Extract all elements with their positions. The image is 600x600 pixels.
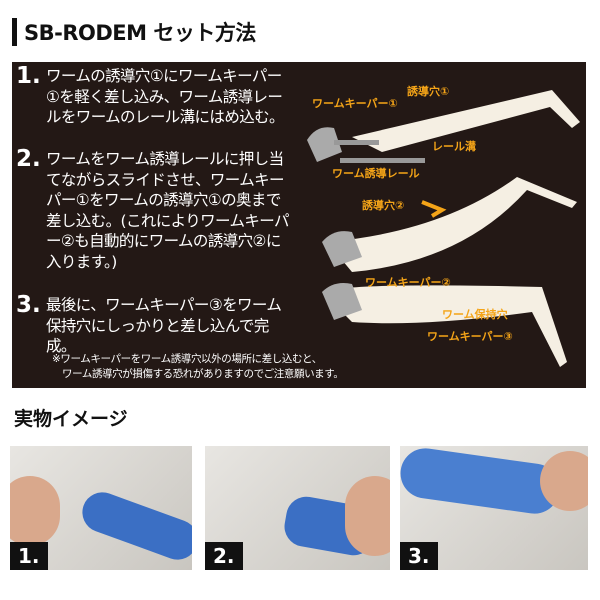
step-number: 3. (16, 292, 41, 318)
photo-step-3: 3. (400, 446, 588, 570)
step-text: ワームをワーム誘導レールに押し当てながらスライドさせ、ワームキーパー①をワームの… (46, 150, 290, 271)
title-bar-accent (12, 18, 17, 46)
label-hole-1: 誘導穴① (407, 85, 450, 98)
photo-step-1: 1. (10, 446, 192, 570)
step-3: 3.最後に、ワームキーパー③をワーム保持穴にしっかりと差し込んで完成。 (16, 292, 292, 357)
step-number: 2. (16, 146, 41, 172)
step-text: ワームの誘導穴①にワームキーパー①を軽く差し込み、ワーム誘導レールをワームのレー… (46, 67, 285, 126)
step-text: 最後に、ワームキーパー③をワーム保持穴にしっかりと差し込んで完成。 (46, 296, 282, 355)
step-2: 2.ワームをワーム誘導レールに押し当てながらスライドさせ、ワームキーパー①をワー… (16, 146, 292, 272)
step-1: 1.ワームの誘導穴①にワームキーパー①を軽く差し込み、ワーム誘導レールをワームの… (16, 63, 292, 128)
section-title: 実物イメージ (14, 408, 128, 430)
photo-step-2: 2. (205, 446, 390, 570)
label-rail-groove: レール溝 (432, 140, 476, 153)
instruction-panel: 1.ワームの誘導穴①にワームキーパー①を軽く差し込み、ワーム誘導レールをワームの… (12, 62, 586, 388)
lure-diagram-1 (307, 90, 580, 163)
photo-badge: 3. (400, 542, 438, 570)
label-keeper-1: ワームキーパー① (312, 97, 398, 110)
note-line: ※ワームキーパーをワーム誘導穴以外の場所に差し込むと、 (52, 353, 322, 365)
label-holding-hole: ワーム保持穴 (442, 308, 508, 321)
step-number: 1. (16, 63, 41, 89)
lure-diagrams (307, 90, 580, 367)
page-title: SB-RODEM セット方法 (24, 21, 256, 45)
photo-badge: 2. (205, 542, 243, 570)
label-keeper-3: ワームキーパー③ (427, 330, 513, 343)
lure-diagram-2 (322, 177, 577, 272)
lure-diagram-3 (322, 283, 567, 367)
photo-badge: 1. (10, 542, 48, 570)
push-arrow-icon (421, 200, 447, 218)
caution-note: ※ワームキーパーをワーム誘導穴以外の場所に差し込むと、ワーム誘導穴が損傷する恐れ… (52, 352, 344, 382)
note-line: ワーム誘導穴が損傷する恐れがありますのでご注意願います。 (62, 368, 344, 380)
label-keeper-2: ワームキーパー② (365, 276, 451, 289)
label-hole-2: 誘導穴② (362, 199, 405, 212)
label-guide-rail: ワーム誘導レール (332, 167, 420, 180)
